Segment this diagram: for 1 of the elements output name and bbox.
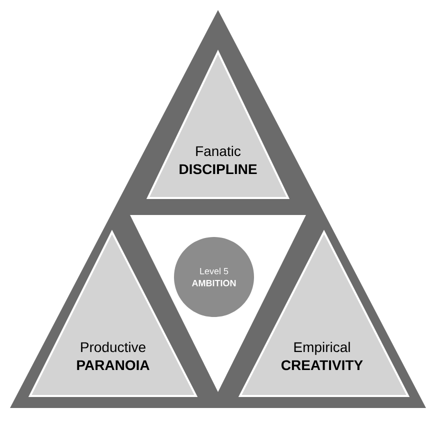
- circle-badge: Level 5 AMBITION: [174, 237, 254, 317]
